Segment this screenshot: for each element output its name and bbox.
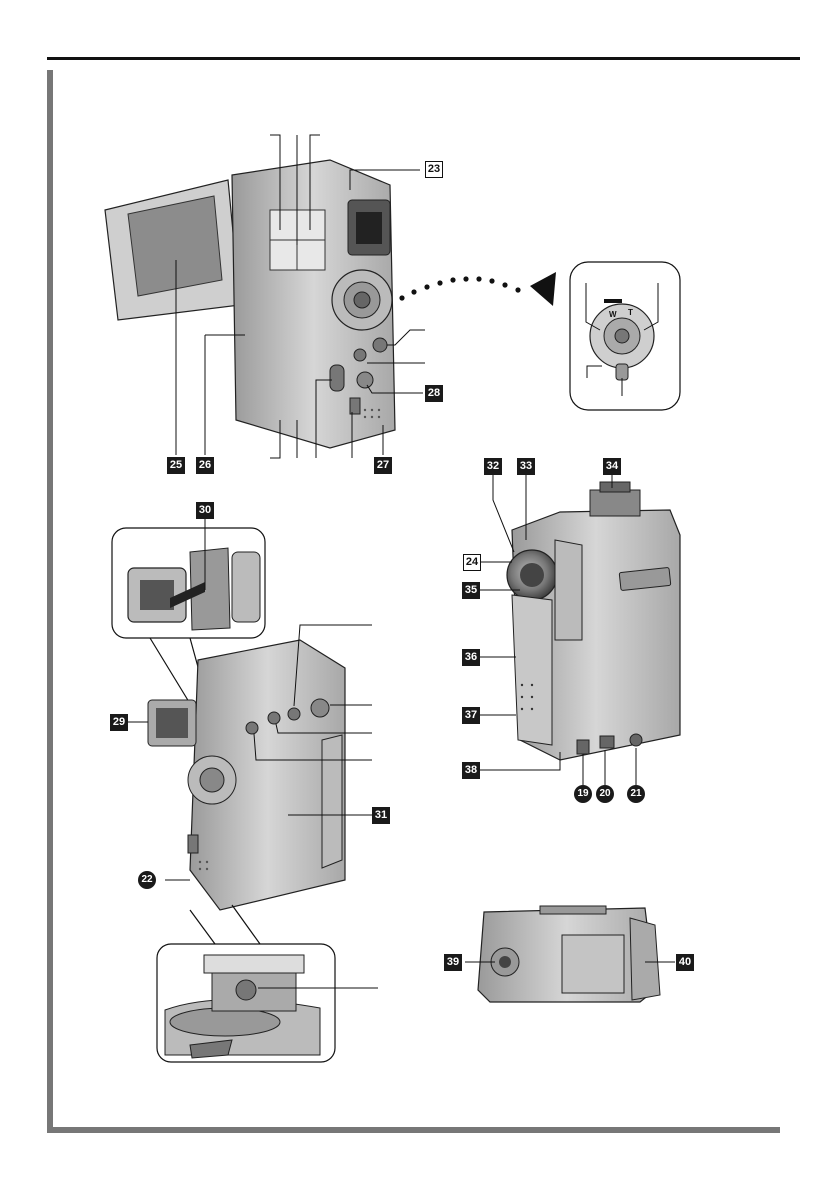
callout-32: 32 (484, 458, 502, 475)
camcorder-front-view (480, 472, 681, 785)
callout-37: 37 (462, 707, 480, 724)
callout-27: 27 (374, 457, 392, 474)
callout-21: 21 (627, 785, 645, 803)
callout-29: 29 (110, 714, 128, 731)
accessory-shoe-closeup (156, 904, 378, 1063)
callout-34: 34 (603, 458, 621, 475)
callout-23: 23 (425, 161, 443, 178)
dial-mark-t: T (628, 308, 633, 317)
callout-38: 38 (462, 762, 480, 779)
callout-30: 30 (196, 502, 214, 519)
camcorder-back-view (111, 510, 372, 911)
callout-25: 25 (167, 457, 185, 474)
callout-31: 31 (372, 807, 390, 824)
callout-22: 22 (138, 871, 156, 889)
callout-24: 24 (463, 554, 481, 571)
camcorder-bottom-view (465, 905, 675, 1003)
page-frame (47, 70, 780, 1133)
power-dial-closeup (569, 261, 681, 411)
callout-36: 36 (462, 649, 480, 666)
dial-mark-w: W (609, 310, 617, 319)
callout-35: 35 (462, 582, 480, 599)
camcorder-lcd-open-view (104, 134, 425, 459)
callout-40: 40 (676, 954, 694, 971)
frame-bottom-bar (47, 1127, 780, 1133)
frame-left-bar (47, 70, 53, 1133)
callout-28: 28 (425, 385, 443, 402)
callout-39: 39 (444, 954, 462, 971)
callout-19: 19 (574, 785, 592, 803)
callout-33: 33 (517, 458, 535, 475)
callout-20: 20 (596, 785, 614, 803)
top-rule (47, 57, 800, 60)
callout-26: 26 (196, 457, 214, 474)
dotted-arrow (399, 272, 556, 306)
